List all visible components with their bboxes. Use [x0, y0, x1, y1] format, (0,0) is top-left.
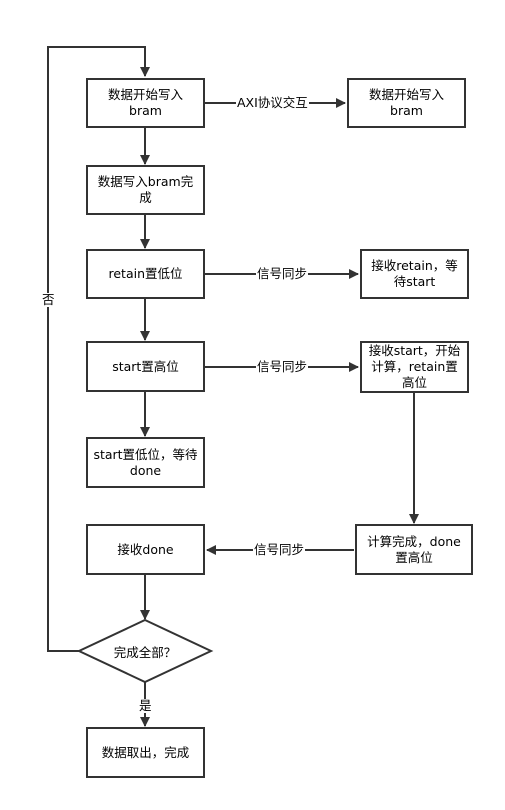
node-label: 数据写入bram完成 — [97, 174, 194, 205]
node-calc-done: 计算完成，done置高位 — [355, 524, 473, 575]
decision-diamond — [76, 618, 214, 684]
node-start-high: start置高位 — [86, 341, 205, 392]
node-recv-retain: 接收retain，等待start — [360, 249, 469, 299]
edge-loop-no — [47, 46, 150, 652]
edge-label-yes: 是 — [138, 698, 153, 713]
edge-label-no: 否 — [41, 292, 56, 307]
node-label: 接收start，开始计算，retain置高位 — [368, 343, 461, 390]
node-read-out: 数据取出，完成 — [86, 727, 205, 778]
node-write-start-left: 数据开始写入bram — [86, 78, 205, 128]
decision-label: 完成全部？ — [113, 644, 177, 660]
node-retain-low: retain置低位 — [86, 249, 205, 299]
node-label: 数据开始写入bram — [107, 87, 183, 118]
node-label: 计算完成，done置高位 — [367, 533, 461, 565]
edge-label-axi: AXI协议交互 — [236, 95, 309, 110]
node-write-start-right: 数据开始写入bram — [347, 78, 466, 128]
node-label: 接收done — [117, 541, 174, 557]
node-label: start置低位，等待done — [93, 446, 198, 478]
node-write-done: 数据写入bram完成 — [86, 165, 205, 215]
node-label: retain置低位 — [108, 266, 183, 281]
node-recv-start: 接收start，开始计算，retain置高位 — [360, 341, 469, 393]
edge-label-sync-done: 信号同步 — [253, 542, 306, 557]
node-label: start置高位 — [112, 358, 179, 374]
node-label: 数据取出，完成 — [101, 744, 190, 760]
edge-label-sync-start: 信号同步 — [256, 359, 309, 374]
node-label: 接收retain，等待start — [371, 258, 458, 289]
edge-label-sync-retain: 信号同步 — [256, 266, 309, 281]
node-start-low: start置低位，等待done — [86, 437, 205, 488]
node-label: 数据开始写入bram — [368, 87, 444, 118]
node-recv-done: 接收done — [86, 524, 205, 575]
